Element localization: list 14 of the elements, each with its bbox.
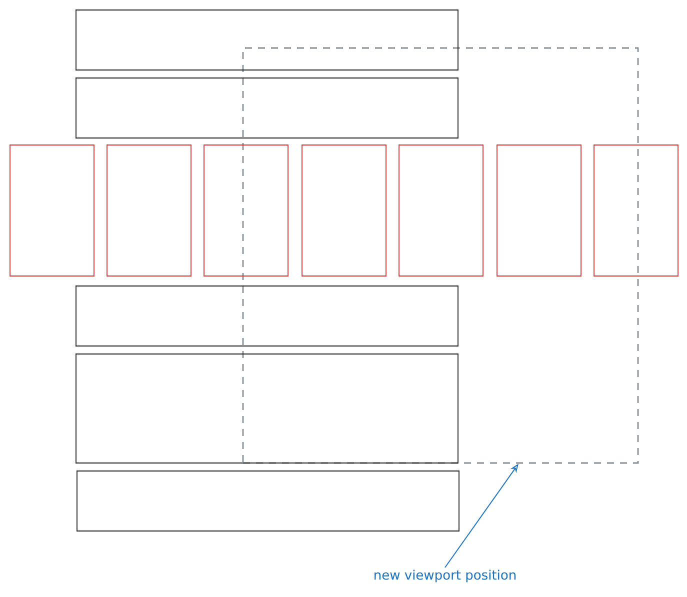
block-box xyxy=(76,10,458,70)
caption-text: new viewport position xyxy=(374,570,516,582)
item-box xyxy=(398,144,484,276)
viewport-frame xyxy=(242,47,639,464)
item-box xyxy=(594,144,678,276)
block-box xyxy=(76,286,458,346)
item-box xyxy=(204,144,288,276)
item-box xyxy=(496,144,582,276)
item-box xyxy=(106,144,192,276)
item-box xyxy=(10,144,94,276)
block-box xyxy=(76,354,458,464)
block-box xyxy=(76,470,460,532)
block-box xyxy=(76,78,458,138)
item-box xyxy=(302,144,386,276)
